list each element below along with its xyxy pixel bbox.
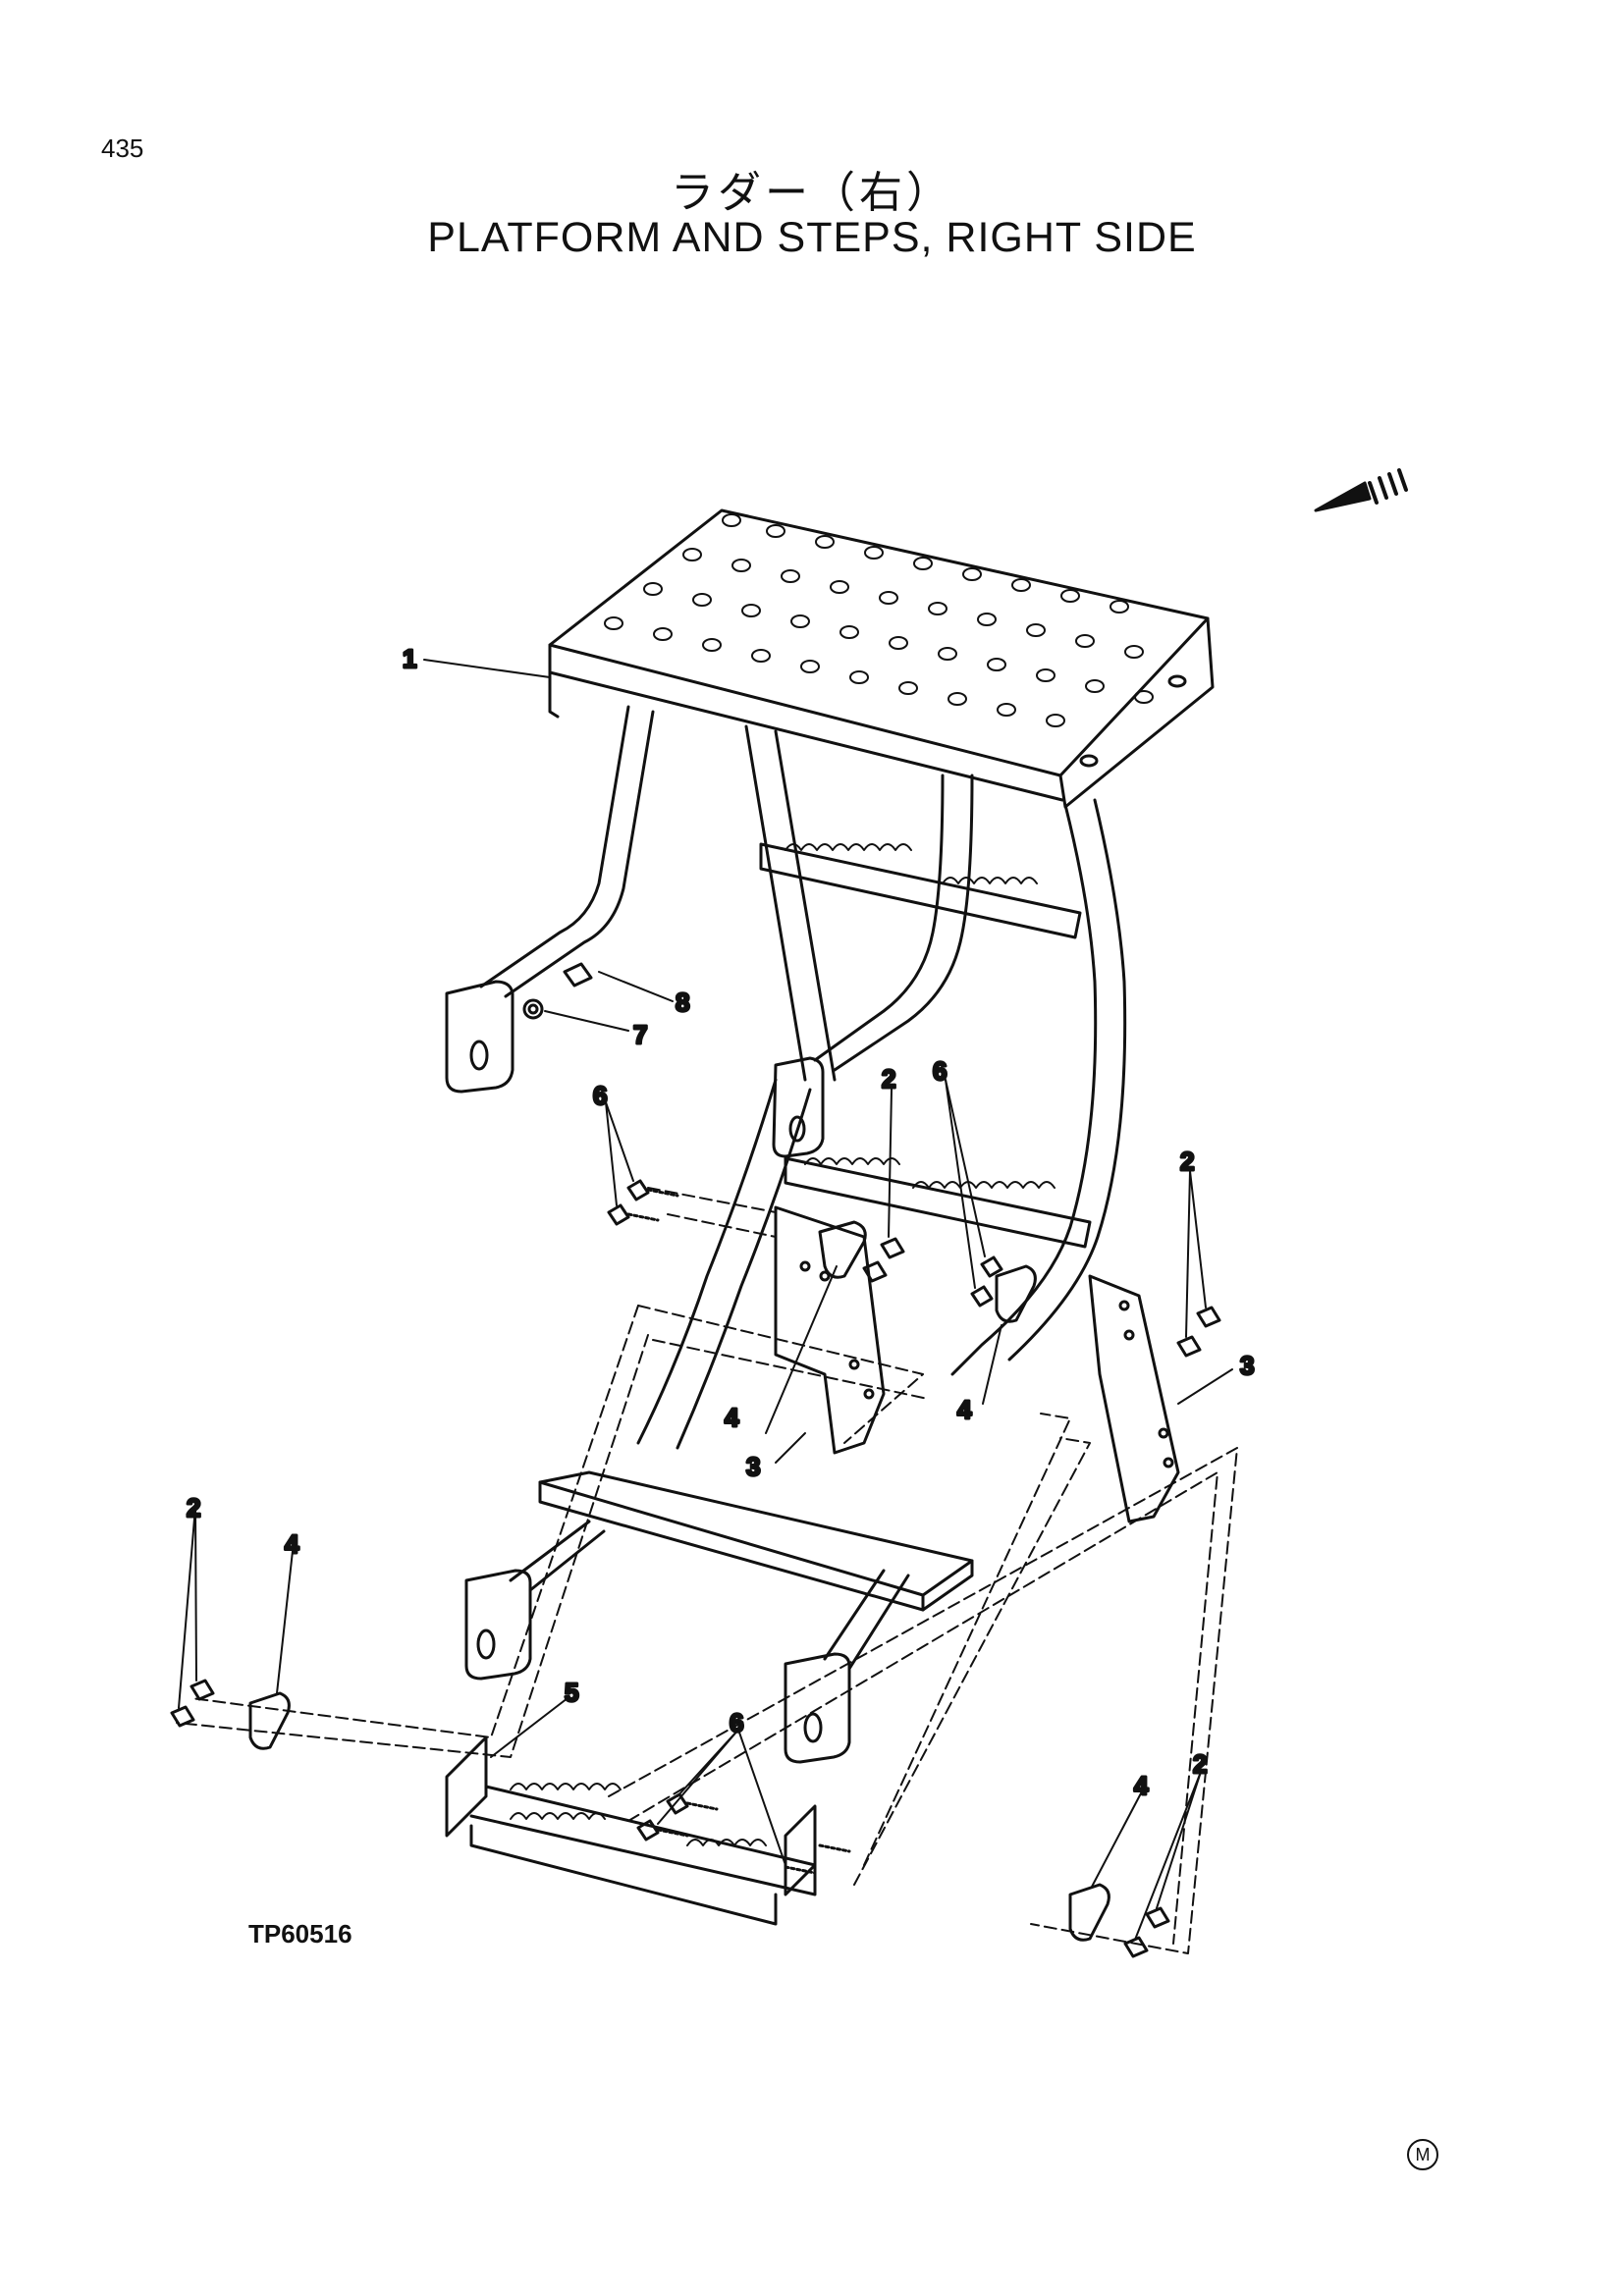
callout-leaders	[178, 659, 1233, 1941]
small-plates	[248, 1220, 1110, 1942]
callout-3-center: 3	[746, 1452, 760, 1481]
callout-4-lower-right: 4	[1134, 1771, 1149, 1800]
mounting-brackets	[774, 1205, 1180, 1523]
page-number: 435	[101, 133, 144, 163]
callout-3-right: 3	[1240, 1351, 1254, 1380]
callout-6-center: 6	[933, 1056, 947, 1086]
callout-2-lower-right: 2	[1193, 1749, 1207, 1779]
top-platform	[548, 508, 1215, 809]
callout-7: 7	[633, 1020, 647, 1049]
callout-4-left: 4	[285, 1529, 299, 1559]
assembly-lines	[176, 1187, 1238, 1954]
callout-4-center: 4	[725, 1403, 739, 1432]
title-japanese: ラダー（右）	[671, 168, 953, 218]
title-english: PLATFORM AND STEPS, RIGHT SIDE	[427, 214, 1197, 261]
circled-m-mark: M	[1407, 2139, 1438, 2170]
fasteners	[170, 962, 1221, 1958]
callout-8: 8	[676, 988, 689, 1017]
direction-arrow-icon	[1314, 468, 1408, 512]
drawing-reference-code: TP60516	[248, 1919, 352, 1949]
callout-2-left: 2	[187, 1493, 200, 1522]
platform-grip-holes	[604, 513, 1154, 727]
callout-1: 1	[403, 644, 416, 673]
callout-6-left: 6	[593, 1081, 607, 1110]
callout-2-right: 2	[1180, 1147, 1194, 1176]
callout-2-center: 2	[882, 1064, 895, 1094]
callout-6-lower: 6	[730, 1708, 743, 1737]
callout-4-right: 4	[957, 1395, 972, 1424]
frame-tubes	[479, 705, 1127, 1671]
mounting-pads	[445, 980, 851, 1764]
step-plates	[538, 842, 1092, 1612]
callout-5: 5	[565, 1678, 578, 1707]
lower-step-assembly	[445, 1735, 817, 1926]
